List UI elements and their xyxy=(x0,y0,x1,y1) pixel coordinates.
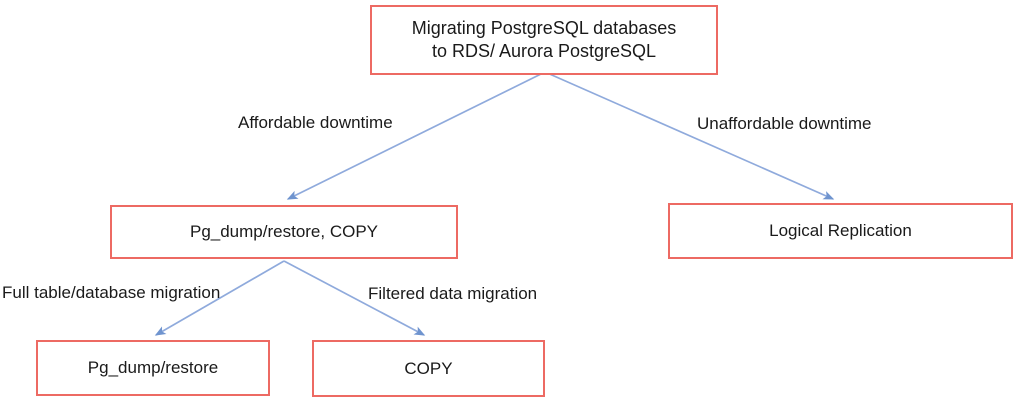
node-copy-label: COPY xyxy=(404,358,453,378)
edge-root-to-logical-replication xyxy=(544,71,835,200)
edge-label-affordable-downtime: Affordable downtime xyxy=(238,113,393,132)
node-pg-dump-restore-label: Pg_dump/restore xyxy=(87,358,219,378)
edge-label-filtered-data-migration: Filtered data migration xyxy=(368,284,538,303)
node-migrating-postgresql-databases[interactable]: Migrating PostgreSQL databases to RDS/ A… xyxy=(370,5,718,75)
edge-root-to-dump-copy xyxy=(286,71,546,200)
node-pg-dump-restore[interactable]: Pg_dump/restore xyxy=(36,340,270,396)
node-root-label: Migrating PostgreSQL databases to RDS/ A… xyxy=(411,17,677,61)
node-copy[interactable]: COPY xyxy=(312,340,545,397)
node-logical-replication-label: Logical Replication xyxy=(769,221,912,241)
node-logical-replication[interactable]: Logical Replication xyxy=(668,203,1013,259)
node-dump-copy-label: Pg_dump/restore, COPY xyxy=(189,222,379,242)
node-pg-dump-restore-copy[interactable]: Pg_dump/restore, COPY xyxy=(110,205,458,259)
edge-label-unaffordable-downtime: Unaffordable downtime xyxy=(697,114,872,133)
edge-label-full-table-database-migration: Full table/database migration xyxy=(2,283,221,302)
